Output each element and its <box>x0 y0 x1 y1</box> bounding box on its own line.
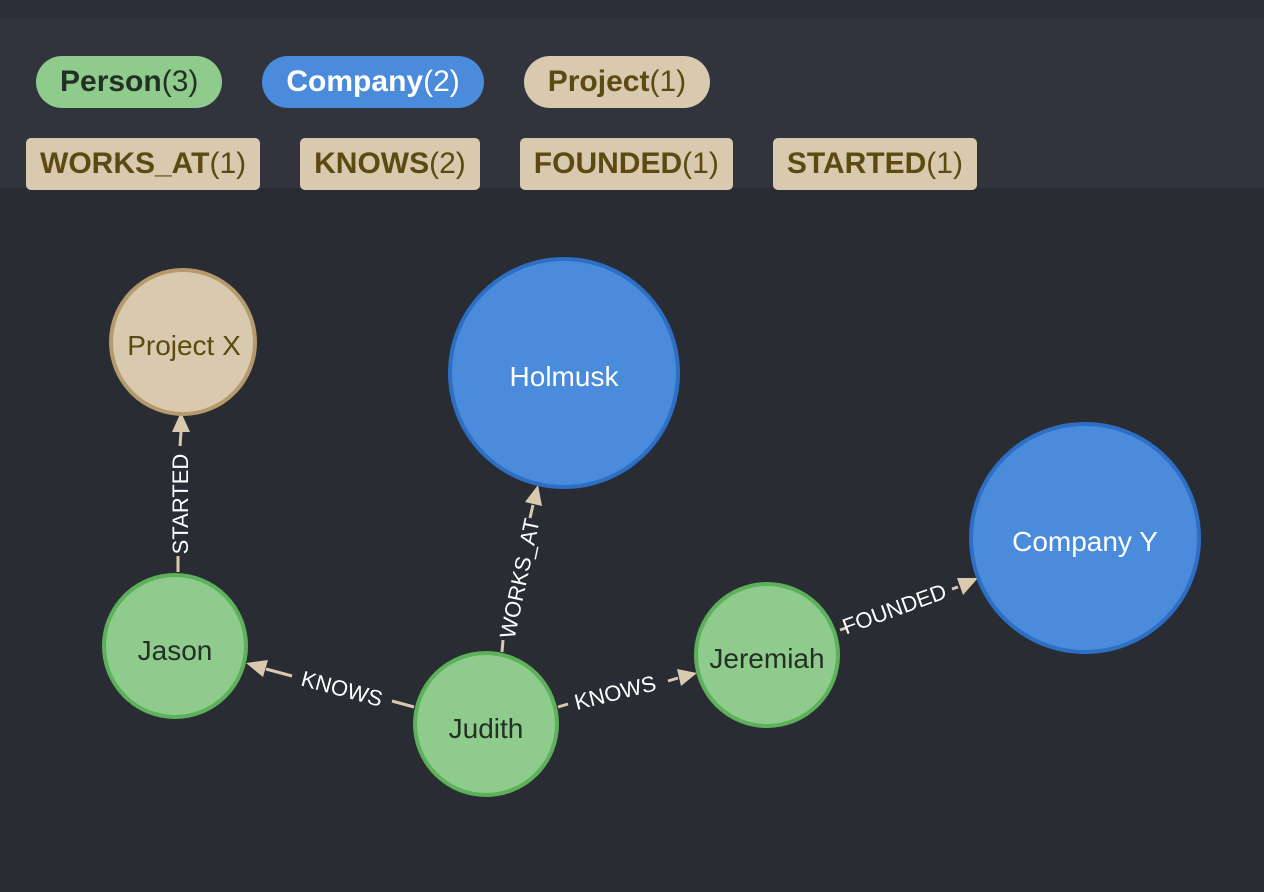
rel-count: (2) <box>429 147 466 180</box>
edge-label: KNOWS <box>572 671 659 715</box>
node-caption: Judith <box>449 713 524 744</box>
rel-name: WORKS_AT <box>40 147 210 180</box>
top-bar <box>0 0 1264 18</box>
rel-tag-founded[interactable]: FOUNDED(1) <box>519 138 733 190</box>
label-name: Company <box>286 65 424 98</box>
node-circle <box>102 573 248 719</box>
node-project-x[interactable]: Project X <box>109 268 257 416</box>
edge-judith-knows-jeremiah[interactable]: KNOWS <box>557 669 697 715</box>
edge-label: STARTED <box>168 454 193 555</box>
edge-label: KNOWS <box>299 666 386 712</box>
node-circle <box>969 422 1201 654</box>
node-caption: Project X <box>127 330 241 361</box>
node-circle <box>109 268 257 416</box>
node-circle <box>448 257 680 489</box>
arrowhead-icon <box>957 578 978 595</box>
node-caption: Holmusk <box>510 361 620 392</box>
node-caption: Jason <box>138 635 213 666</box>
relationship-type-filters: WORKS_AT(1) KNOWS(2) FOUNDED(1) STARTED(… <box>26 138 977 190</box>
arrowhead-icon <box>677 669 697 686</box>
edge-jeremiah-founded-company-y[interactable]: FOUNDED <box>839 578 978 639</box>
node-caption: Company Y <box>1012 526 1158 557</box>
edge-judith-knows-jason[interactable]: KNOWS <box>246 660 415 712</box>
edge-line <box>667 676 679 683</box>
node-label-filters: Person(3) Company(2) Project(1) <box>36 56 711 108</box>
rel-name: STARTED <box>786 147 927 180</box>
rel-count: (1) <box>926 147 963 180</box>
label-pill-person[interactable]: Person(3) <box>36 56 223 108</box>
node-jeremiah[interactable]: Jeremiah <box>694 582 840 728</box>
arrowhead-icon <box>172 412 190 432</box>
label-pill-project[interactable]: Project(1) <box>523 56 711 108</box>
label-name: Person <box>60 65 162 98</box>
legend-toolbar: Person(3) Company(2) Project(1) WORKS_AT… <box>0 18 1264 190</box>
rel-name: FOUNDED <box>533 147 683 180</box>
edge-line <box>528 504 535 519</box>
node-circle <box>694 582 840 728</box>
rel-tag-knows[interactable]: KNOWS(2) <box>300 138 480 190</box>
label-count: (1) <box>649 65 687 98</box>
edge-judith-works-at-holmusk[interactable]: WORKS_AT <box>495 485 545 653</box>
edge-label: WORKS_AT <box>495 516 545 640</box>
edge-line <box>500 639 505 653</box>
edge-line <box>839 626 847 632</box>
node-holmusk[interactable]: Holmusk <box>448 257 680 489</box>
edge-line <box>391 699 415 709</box>
edge-jason-started-project-x[interactable]: STARTED <box>168 412 193 572</box>
node-company-y[interactable]: Company Y <box>969 422 1201 654</box>
arrowhead-icon <box>525 485 542 506</box>
label-pill-company[interactable]: Company(2) <box>262 56 484 108</box>
label-count: (3) <box>161 65 199 98</box>
arrowhead-icon <box>246 660 268 677</box>
edge-line <box>557 702 569 709</box>
graph-canvas[interactable]: STARTED WORKS_AT KNOWS KNOWS FOUNDED Pro… <box>0 188 1264 892</box>
node-caption: Jeremiah <box>709 643 824 674</box>
rel-name: KNOWS <box>314 147 430 180</box>
rel-count: (1) <box>682 147 719 180</box>
label-name: Project <box>547 65 650 98</box>
node-judith[interactable]: Judith <box>413 651 559 797</box>
edge-label: FOUNDED <box>839 579 950 640</box>
node-circle <box>413 651 559 797</box>
label-count: (2) <box>423 65 460 98</box>
node-jason[interactable]: Jason <box>102 573 248 719</box>
rel-tag-started[interactable]: STARTED(1) <box>772 138 977 190</box>
rel-count: (1) <box>209 147 247 180</box>
edge-line <box>178 431 183 447</box>
rel-tag-works-at[interactable]: WORKS_AT(1) <box>26 138 261 190</box>
edge-line <box>265 667 293 678</box>
edge-line <box>951 585 959 591</box>
